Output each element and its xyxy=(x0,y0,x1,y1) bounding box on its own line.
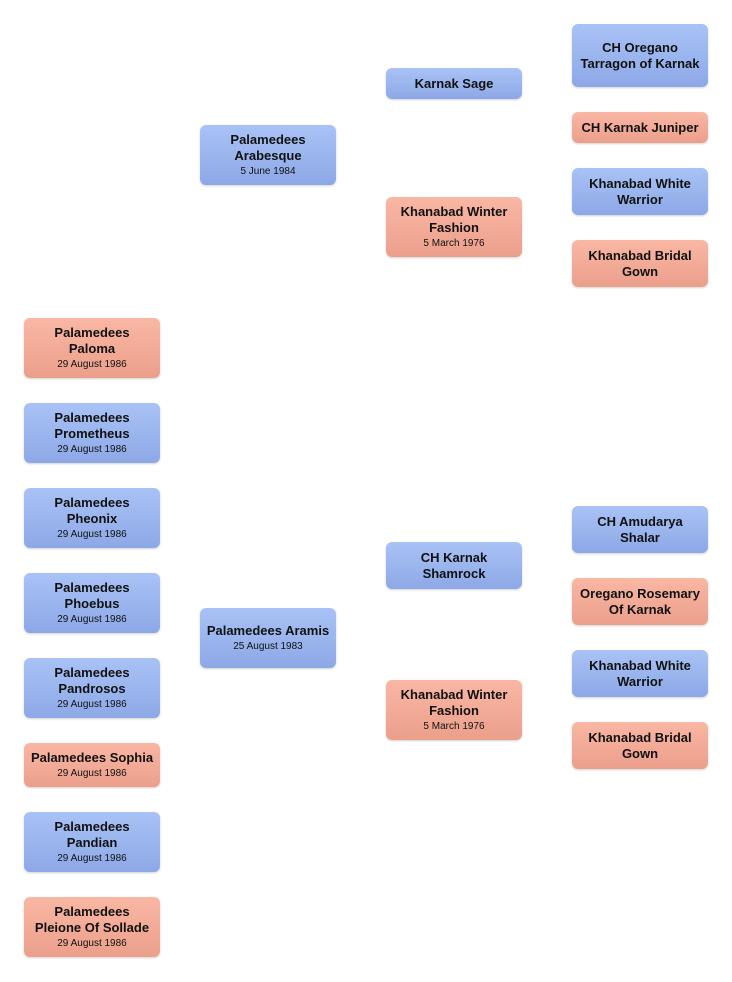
birth-date: 29 August 1986 xyxy=(57,938,127,949)
dog-name: Khanabad Winter Fashion xyxy=(400,204,508,235)
offspring-node[interactable]: Palamedees Pandian 29 August 1986 xyxy=(24,812,160,872)
dog-name: CH Amudarya Shalar xyxy=(597,513,683,545)
birth-date: 29 August 1986 xyxy=(57,529,127,540)
offspring-node[interactable]: Palamedees Pheonix 29 August 1986 xyxy=(24,488,160,548)
great-grandparent-node[interactable]: Oregano Rosemary Of Karnak xyxy=(572,578,708,625)
dog-name: Palamedees Pheonix xyxy=(54,495,130,526)
great-grandparent-node[interactable]: Khanabad White Warrior xyxy=(572,650,708,697)
offspring-node[interactable]: Palamedees Pandrosos 29 August 1986 xyxy=(24,658,160,718)
offspring-node[interactable]: Palamedees Pleione Of Sollade 29 August … xyxy=(24,897,160,957)
dog-name: Palamedees Arabesque xyxy=(230,132,306,163)
offspring-node[interactable]: Palamedees Paloma 29 August 1986 xyxy=(24,318,160,378)
dog-name: Khanabad White Warrior xyxy=(589,175,691,207)
dog-name: Khanabad White Warrior xyxy=(589,657,691,689)
birth-date: 29 August 1986 xyxy=(57,359,127,370)
dog-name: Palamedees Paloma xyxy=(54,325,130,356)
great-grandparent-node[interactable]: CH Karnak Juniper xyxy=(572,112,708,143)
offspring-node[interactable]: Palamedees Sophia 29 August 1986 xyxy=(24,743,160,787)
offspring-node[interactable]: Palamedees Phoebus 29 August 1986 xyxy=(24,573,160,633)
birth-date: 29 August 1986 xyxy=(57,614,127,625)
offspring-node[interactable]: Palamedees Prometheus 29 August 1986 xyxy=(24,403,160,463)
dog-name: Palamedees Phoebus xyxy=(54,580,130,611)
birth-date: 29 August 1986 xyxy=(57,853,127,864)
dog-name: CH Karnak Juniper xyxy=(581,119,699,135)
grandparent-node[interactable]: Karnak Sage xyxy=(386,68,522,99)
dog-name: Palamedees Pandian xyxy=(54,819,130,850)
great-grandparent-node[interactable]: Khanabad Bridal Gown xyxy=(572,240,708,287)
great-grandparent-node[interactable]: CH Oregano Tarragon of Karnak xyxy=(572,24,708,87)
great-grandparent-node[interactable]: Khanabad White Warrior xyxy=(572,168,708,215)
birth-date: 29 August 1986 xyxy=(57,768,127,779)
dog-name: Khanabad Winter Fashion xyxy=(400,687,508,718)
dog-name: Karnak Sage xyxy=(414,75,494,91)
birth-date: 29 August 1986 xyxy=(57,444,127,455)
dog-name: Khanabad Bridal Gown xyxy=(588,247,692,279)
great-grandparent-node[interactable]: Khanabad Bridal Gown xyxy=(572,722,708,769)
birth-date: 29 August 1986 xyxy=(57,699,127,710)
dog-name: CH Karnak Shamrock xyxy=(420,549,488,581)
dog-name: Khanabad Bridal Gown xyxy=(588,729,692,761)
dog-name: CH Oregano Tarragon of Karnak xyxy=(580,39,700,71)
birth-date: 5 March 1976 xyxy=(423,721,485,732)
grandparent-node[interactable]: CH Karnak Shamrock xyxy=(386,542,522,589)
grandparent-node[interactable]: Khanabad Winter Fashion 5 March 1976 xyxy=(386,680,522,740)
parent-node[interactable]: Palamedees Aramis 25 August 1983 xyxy=(200,608,336,668)
birth-date: 5 March 1976 xyxy=(423,238,485,249)
grandparent-node[interactable]: Khanabad Winter Fashion 5 March 1976 xyxy=(386,197,522,257)
dog-name: Palamedees Prometheus xyxy=(54,410,130,441)
birth-date: 25 August 1983 xyxy=(233,641,303,652)
dog-name: Oregano Rosemary Of Karnak xyxy=(580,585,700,617)
dog-name: Palamedees Sophia xyxy=(30,750,154,765)
dog-name: Palamedees Aramis xyxy=(206,623,330,638)
birth-date: 5 June 1984 xyxy=(240,166,296,177)
dog-name: Palamedees Pandrosos xyxy=(54,665,130,696)
parent-node[interactable]: Palamedees Arabesque 5 June 1984 xyxy=(200,125,336,185)
dog-name: Palamedees Pleione Of Sollade xyxy=(34,904,150,935)
great-grandparent-node[interactable]: CH Amudarya Shalar xyxy=(572,506,708,553)
